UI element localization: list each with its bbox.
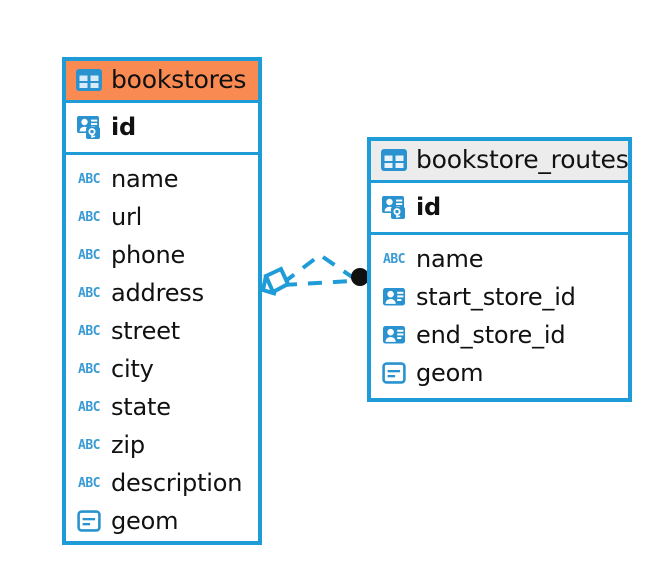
text-icon: ABC: [78, 475, 100, 491]
field-row-phone[interactable]: ABC phone: [76, 236, 248, 274]
field-row-geom[interactable]: geom: [76, 502, 248, 540]
text-icon: ABC: [78, 361, 100, 377]
field-row-state[interactable]: ABC state: [76, 388, 248, 426]
field-label: street: [111, 317, 180, 346]
text-icon: ABC: [78, 285, 100, 301]
entity-title-bookstore-routes: bookstore_routes: [416, 145, 629, 174]
cardinality-marker-diamond[interactable]: [260, 266, 291, 296]
geometry-icon: [76, 508, 102, 534]
field-row-id[interactable]: id: [381, 187, 618, 227]
relationship-line-arc[interactable]: [281, 252, 357, 285]
field-section-bookstores: ABC name ABC url ABC phone ABC address A…: [66, 155, 258, 548]
field-row-name[interactable]: ABC name: [381, 240, 618, 278]
field-label-id: id: [111, 113, 137, 142]
field-label-id: id: [416, 193, 442, 222]
text-icon: ABC: [78, 323, 100, 339]
text-icon: ABC: [78, 171, 100, 187]
field-label: description: [111, 469, 243, 498]
text-icon: ABC: [383, 251, 405, 267]
text-icon: ABC: [78, 247, 100, 263]
geometry-icon: [381, 360, 407, 386]
field-row-url[interactable]: ABC url: [76, 198, 248, 236]
field-row-zip[interactable]: ABC zip: [76, 426, 248, 464]
entity-header-bookstores[interactable]: bookstores: [66, 61, 258, 101]
field-label: city: [111, 355, 154, 384]
field-label: geom: [416, 359, 484, 388]
field-section-bookstore-routes: ABC name start_store_id: [371, 235, 628, 400]
primary-key-section-bookstores: id: [66, 100, 258, 156]
primary-key-icon: [381, 194, 407, 220]
field-row-description[interactable]: ABC description: [76, 464, 248, 502]
entity-bookstore-routes[interactable]: bookstore_routes: [367, 137, 632, 402]
field-row-start-store-id[interactable]: start_store_id: [381, 278, 618, 316]
entity-header-bookstore-routes[interactable]: bookstore_routes: [371, 141, 629, 181]
table-icon: [381, 147, 407, 173]
field-row-end-store-id[interactable]: end_store_id: [381, 316, 618, 354]
field-label: end_store_id: [416, 321, 566, 350]
primary-key-section-bookstore-routes: id: [371, 180, 628, 236]
foreign-key-icon: [381, 322, 407, 348]
field-label: address: [111, 279, 204, 308]
entity-bookstores[interactable]: bookstores: [62, 57, 262, 545]
field-row-city[interactable]: ABC city: [76, 350, 248, 388]
field-label: zip: [111, 431, 145, 460]
field-label: geom: [111, 507, 179, 536]
field-label: phone: [111, 241, 186, 270]
field-row-address[interactable]: ABC address: [76, 274, 248, 312]
field-label: state: [111, 393, 171, 422]
field-label: start_store_id: [416, 283, 576, 312]
text-icon: ABC: [78, 209, 100, 225]
field-row-geom[interactable]: geom: [381, 354, 618, 392]
foreign-key-icon: [381, 284, 407, 310]
field-row-id[interactable]: id: [76, 107, 248, 147]
text-icon: ABC: [78, 437, 100, 453]
text-icon: ABC: [78, 399, 100, 415]
entity-title-bookstores: bookstores: [111, 65, 247, 94]
field-row-name[interactable]: ABC name: [76, 160, 248, 198]
relationship-line-straight[interactable]: [282, 279, 353, 287]
field-label: name: [111, 165, 179, 194]
field-label: name: [416, 245, 484, 274]
field-label: url: [111, 203, 143, 232]
table-icon: [76, 67, 102, 93]
field-row-street[interactable]: ABC street: [76, 312, 248, 350]
primary-key-icon: [76, 114, 102, 140]
